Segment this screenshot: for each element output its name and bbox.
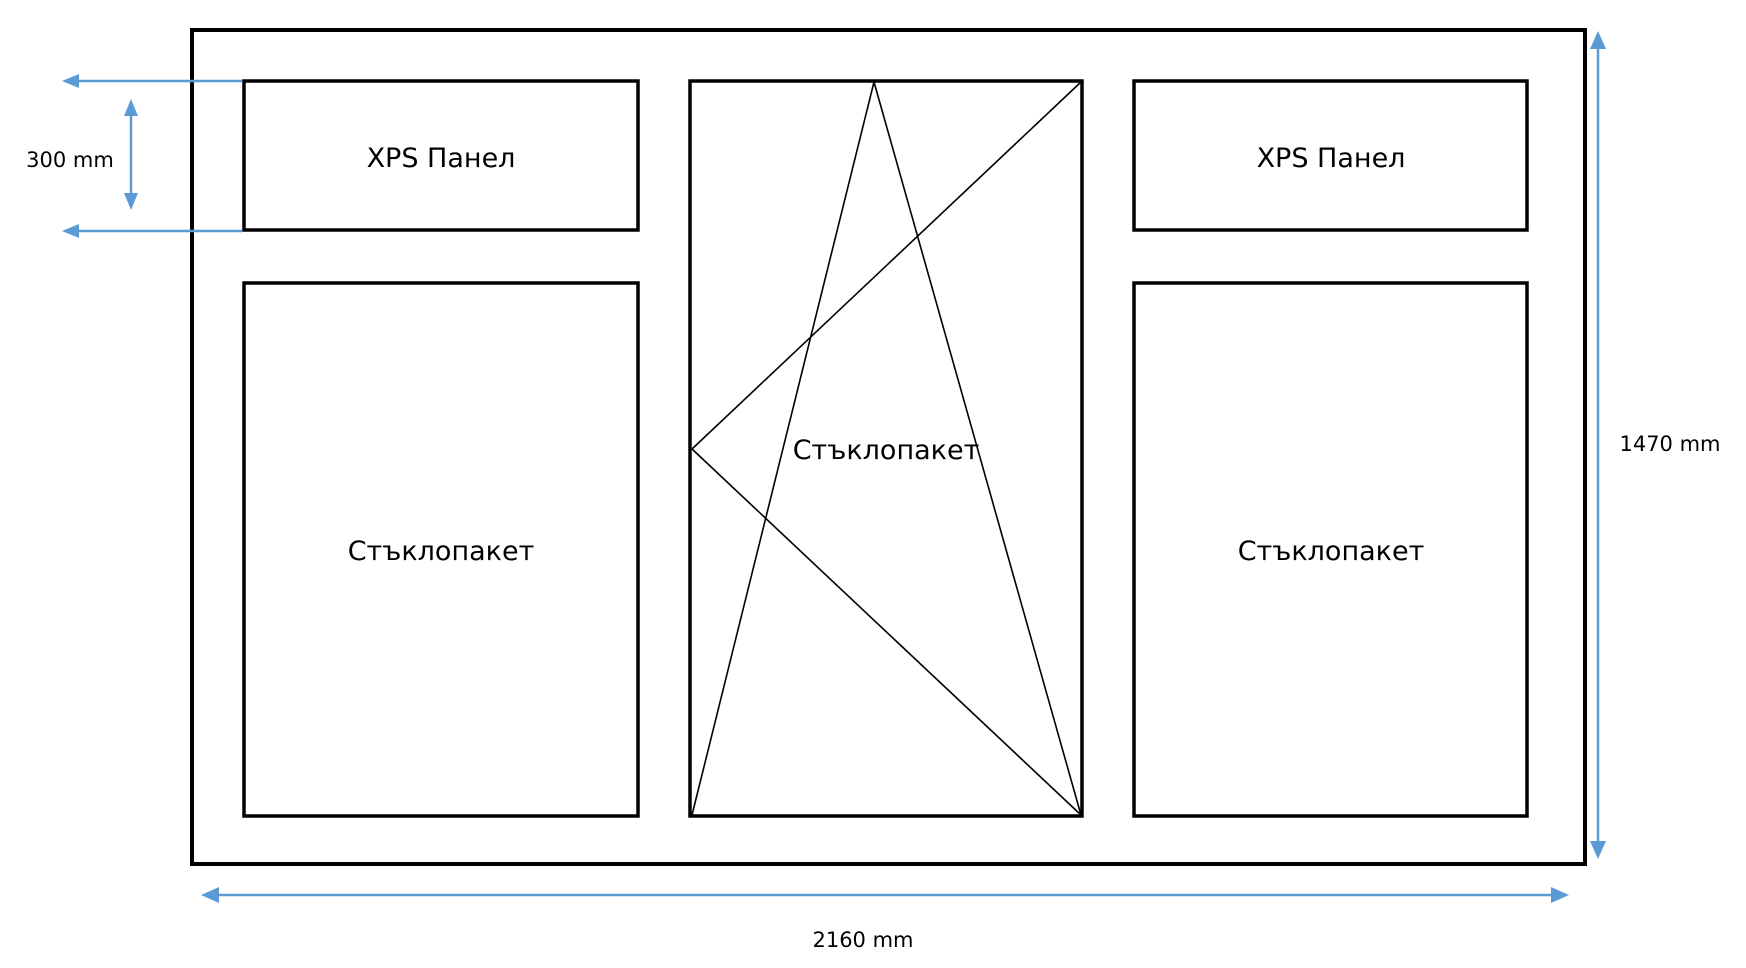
- turn-line-bottom: [691, 448, 1082, 816]
- total-width-dimension: 2160 mm: [201, 887, 1569, 952]
- total-height-label: 1470 mm: [1619, 432, 1720, 456]
- tilt-line-left: [691, 81, 875, 816]
- left-glass-unit-label: Стъклопакет: [348, 536, 535, 567]
- turn-line-top: [691, 81, 1082, 450]
- right-xps-panel: [1132, 79, 1529, 232]
- total-width-label: 2160 mm: [812, 928, 913, 952]
- tilt-line-right: [873, 81, 1082, 816]
- arrow-up-icon: [1590, 31, 1606, 49]
- center-glass-unit-label: Стъклопакет: [793, 435, 980, 466]
- panel-height-dimension: 300 mm: [26, 74, 242, 238]
- right-glass-unit: [1132, 281, 1529, 818]
- right-glass-unit-label: Стъклопакет: [1238, 536, 1425, 567]
- arrow-right-icon: [1551, 887, 1569, 903]
- arrow-left-icon: [62, 74, 79, 88]
- left-xps-panel-label: XPS Панел: [367, 143, 516, 174]
- outer-window-frame: [190, 28, 1587, 866]
- right-xps-panel-label: XPS Панел: [1257, 143, 1406, 174]
- left-glass-unit: [242, 281, 640, 818]
- center-opening-sash: [688, 79, 1084, 818]
- total-height-dimension: 1470 mm: [1590, 31, 1721, 859]
- arrow-down-icon: [124, 193, 138, 210]
- arrow-down-icon: [1590, 841, 1606, 859]
- tilt-and-turn-opening-lines: [691, 81, 1082, 816]
- panel-height-label: 300 mm: [26, 148, 114, 172]
- arrow-left-icon: [62, 224, 79, 238]
- arrow-left-icon: [201, 887, 219, 903]
- arrow-up-icon: [124, 99, 138, 116]
- left-xps-panel: [242, 79, 640, 232]
